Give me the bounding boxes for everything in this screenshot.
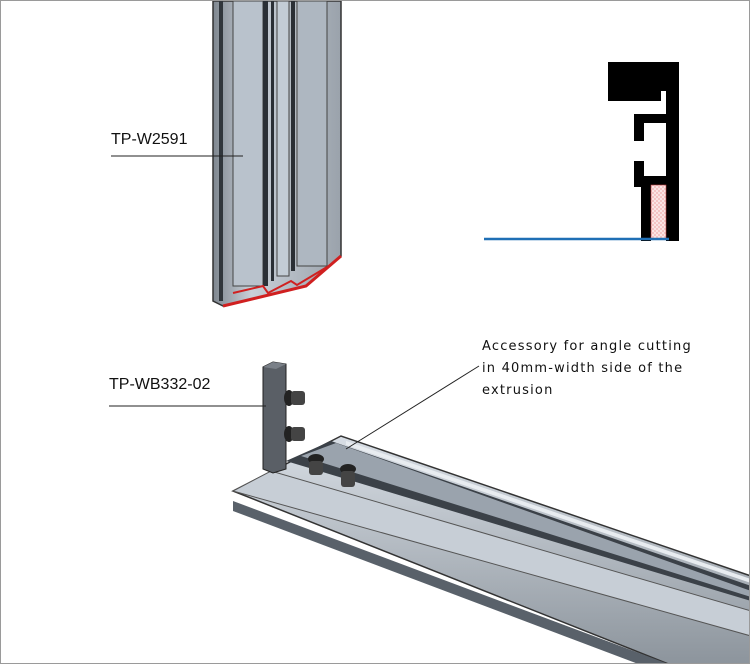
- accessory-note: Accessory for angle cutting in 40mm-widt…: [482, 336, 749, 402]
- screw-icon: [284, 390, 305, 406]
- screw-icon: [284, 426, 305, 442]
- part-label-tp-w2591: TP-W2591: [111, 131, 188, 148]
- note-line: in 40mm-width side of the: [482, 361, 684, 376]
- vertical-extrusion: [212, 1, 342, 308]
- note-line: Accessory for angle cutting: [482, 339, 692, 354]
- part-label-tp-wb332-02: TP-WB332-02: [109, 376, 211, 393]
- screw-icon: [308, 454, 324, 475]
- screw-icon: [340, 464, 356, 487]
- note-line: extrusion: [482, 383, 554, 398]
- leader-line-accessory: [345, 365, 480, 450]
- bracket-accessory: [262, 361, 356, 487]
- horizontal-extrusion: [231, 435, 749, 663]
- profile-cross-section: [484, 62, 679, 241]
